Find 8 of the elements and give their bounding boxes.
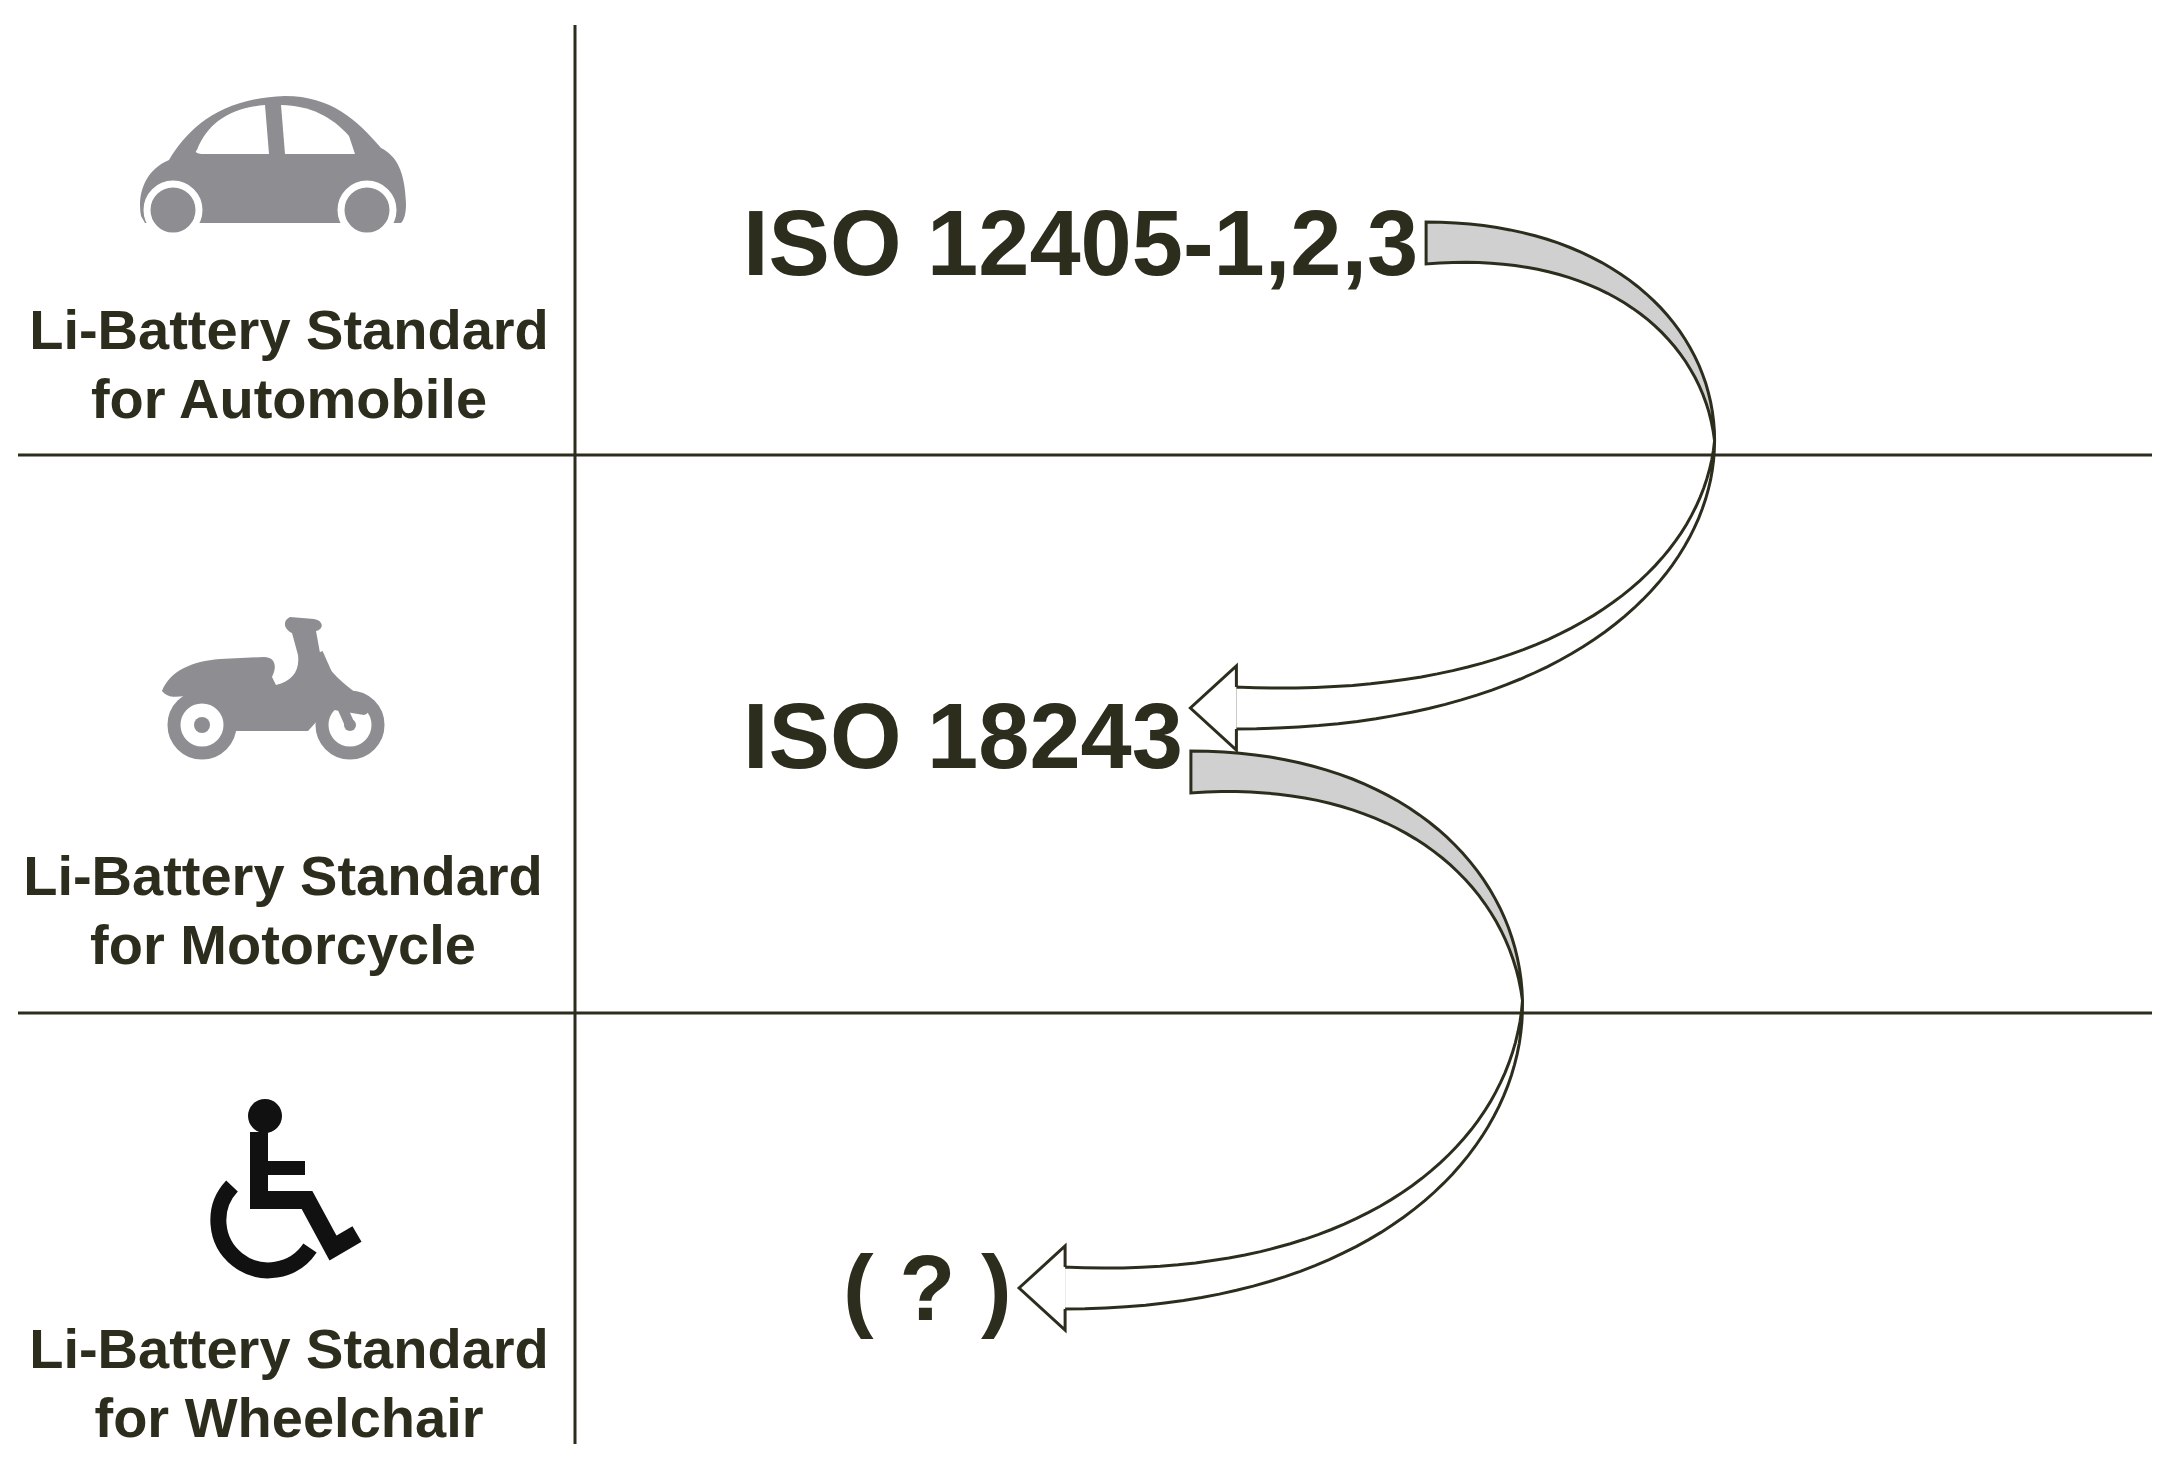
standard-code: ISO 12405-1,2,3	[743, 190, 1419, 296]
placeholder-text: ( ? )	[843, 1235, 1012, 1341]
row-label: Li-Battery Standard for Automobile	[28, 297, 550, 432]
row-label: Li-Battery Standard for Wheelchair	[28, 1316, 550, 1451]
curved-arrow	[1188, 220, 1717, 752]
row-label: Li-Battery Standard for Motorcycle	[22, 843, 544, 978]
curved-arrow	[1017, 749, 1524, 1332]
standard-code: ISO 18243	[743, 683, 1183, 789]
